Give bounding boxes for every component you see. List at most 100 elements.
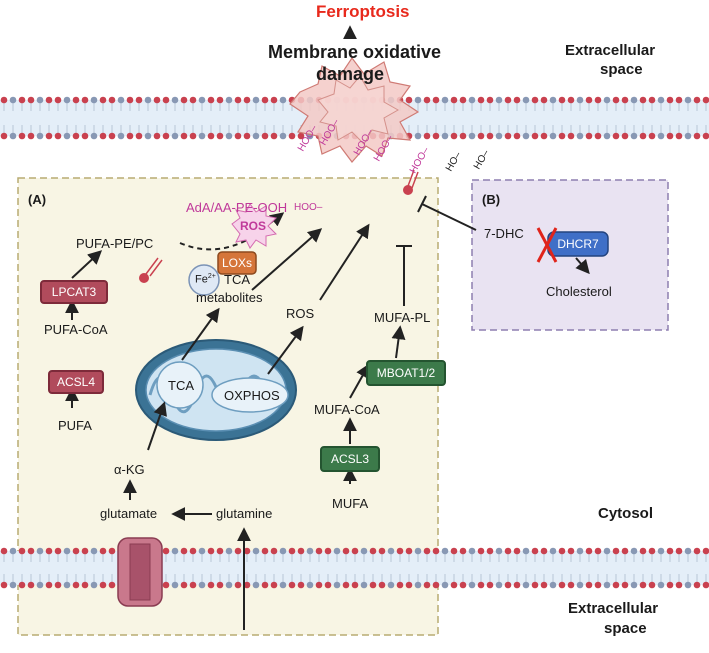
lipid-head <box>378 581 386 589</box>
lipid-head <box>648 547 656 555</box>
lipid-head <box>486 581 494 589</box>
lipid-head <box>405 581 413 589</box>
lipid-head <box>207 132 215 140</box>
lipid-head <box>189 96 197 104</box>
lipid-head <box>99 581 107 589</box>
seven-dhc-label: 7-DHC <box>484 226 524 241</box>
lipid-head <box>297 581 305 589</box>
lipid-head <box>567 581 575 589</box>
lipid-head <box>234 96 242 104</box>
lipid-head <box>234 581 242 589</box>
lipid-head <box>36 581 44 589</box>
lipid-head <box>567 96 575 104</box>
lipid-head <box>243 132 251 140</box>
arrow-tca-metabolites <box>251 228 323 291</box>
lipid-head <box>171 96 179 104</box>
lipid-head <box>666 547 674 555</box>
lipid-head <box>432 581 440 589</box>
lipid-head <box>216 96 224 104</box>
lipid-head <box>63 132 71 140</box>
mboat-box: MBOAT1/2 <box>366 360 446 386</box>
pufa-coa-label: PUFA-CoA <box>44 322 108 337</box>
lipid-head <box>603 581 611 589</box>
lipid-head <box>18 547 26 555</box>
lipid-head <box>432 132 440 140</box>
lipid-head <box>450 581 458 589</box>
lipid-head <box>207 547 215 555</box>
lipid-head <box>198 132 206 140</box>
iron-circle <box>188 264 220 296</box>
lipid-head <box>666 132 674 140</box>
lipid-head <box>423 132 431 140</box>
tca-circle <box>156 361 204 409</box>
lipid-head <box>45 96 53 104</box>
lipid-head <box>72 96 80 104</box>
lipid-head <box>234 132 242 140</box>
lipid-head <box>63 547 71 555</box>
arrow-lpcat3-pufape <box>71 250 103 279</box>
lipid-head <box>639 132 647 140</box>
lipid-head <box>126 96 134 104</box>
lipid-head <box>36 132 44 140</box>
lipid-head <box>414 581 422 589</box>
pufa-label: PUFA <box>58 418 92 433</box>
lipid-head <box>432 547 440 555</box>
lipid-head <box>576 547 584 555</box>
lipid-head <box>54 132 62 140</box>
oxidized-lipid-icons <box>139 169 419 283</box>
lipid-head <box>702 96 709 104</box>
lipid-head <box>459 547 467 555</box>
lipid-head <box>558 547 566 555</box>
lipid-head <box>675 581 683 589</box>
lipid-head <box>441 132 449 140</box>
oxphos-label: OXPHOS <box>224 388 280 403</box>
lipid-head <box>612 132 620 140</box>
lipid-head <box>162 132 170 140</box>
arrow-mufacoa-mboat <box>349 363 370 399</box>
lipid-head <box>585 547 593 555</box>
lipid-head <box>513 581 521 589</box>
lipid-head <box>225 132 233 140</box>
lipid-head <box>648 132 656 140</box>
lipid-head <box>522 581 530 589</box>
lipid-head <box>288 581 296 589</box>
inhibition-lines <box>396 195 477 306</box>
lipid-head <box>468 96 476 104</box>
lipid-head <box>450 547 458 555</box>
lipid-head <box>54 547 62 555</box>
lipid-head <box>693 581 701 589</box>
lipid-head <box>450 96 458 104</box>
lipid-head <box>333 547 341 555</box>
extracellular-top-label-line1: Extracellular <box>565 42 656 59</box>
lipid-head <box>414 96 422 104</box>
lipid-head <box>675 547 683 555</box>
lipid-head <box>702 581 709 589</box>
lipid-head <box>396 547 404 555</box>
lipid-head <box>9 581 17 589</box>
lipid-head <box>216 547 224 555</box>
lipid-head <box>603 132 611 140</box>
lipid-head <box>99 132 107 140</box>
lipid-head <box>630 96 638 104</box>
dhcr7-label: DHCR7 <box>557 237 599 251</box>
lipid-head <box>396 581 404 589</box>
lipid-head <box>477 132 485 140</box>
lipid-head <box>333 581 341 589</box>
lipid-head <box>675 132 683 140</box>
lipid-head <box>0 132 8 140</box>
lipid-head <box>495 96 503 104</box>
lipid-head <box>387 581 395 589</box>
lipid-head <box>549 132 557 140</box>
lipid-head <box>216 132 224 140</box>
lipid-head <box>603 96 611 104</box>
lipid-head <box>207 96 215 104</box>
lipid-head <box>360 547 368 555</box>
lipid-head <box>126 132 134 140</box>
membrane-damage-burst <box>289 56 420 163</box>
lipid-head <box>693 96 701 104</box>
lipid-head <box>693 547 701 555</box>
iron-symbol: Fe <box>195 273 208 286</box>
lipid-head <box>378 547 386 555</box>
lipid-head <box>639 96 647 104</box>
oxphos-ellipse <box>211 377 289 413</box>
